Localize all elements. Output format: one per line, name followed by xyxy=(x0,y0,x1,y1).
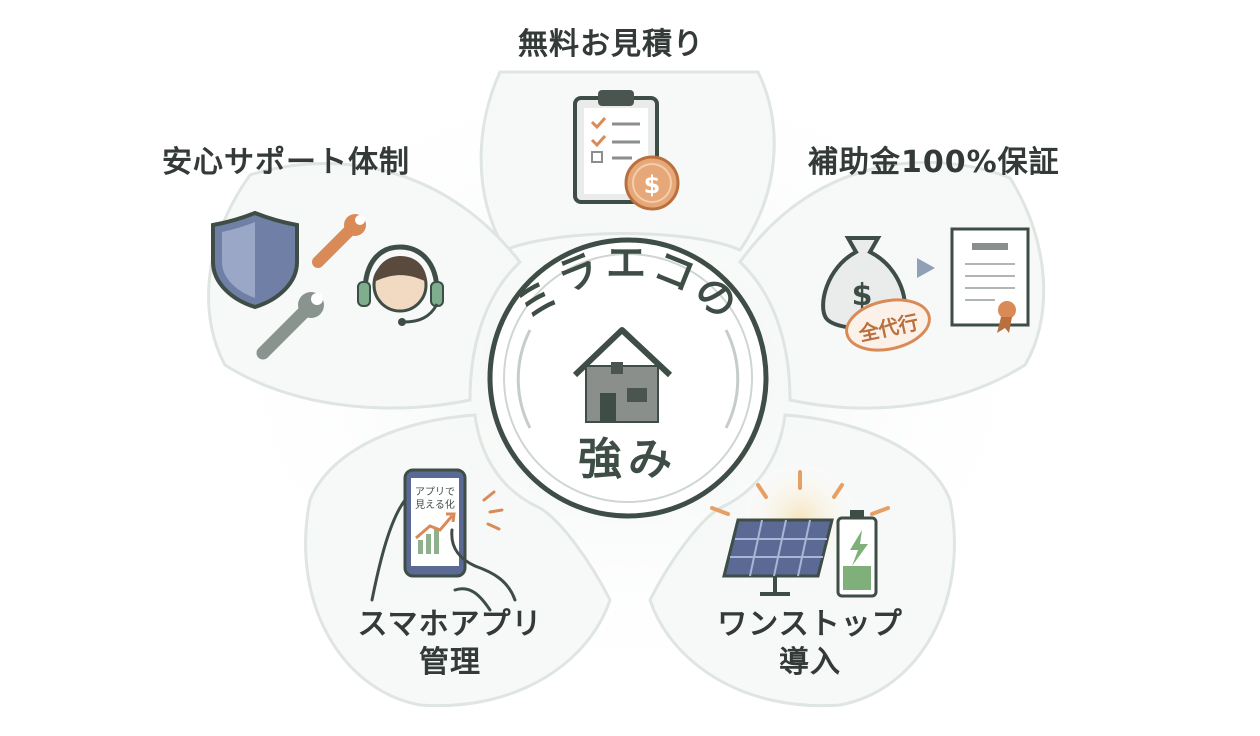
certificate-icon xyxy=(950,227,1030,333)
petal-label-lower-right-line1: ワンストップ xyxy=(717,607,903,642)
petal-label-upper-right: 補助金100%保証 xyxy=(808,145,1060,180)
petal-label-lower-left: スマホアプリ 管理 xyxy=(340,606,560,681)
house-icon xyxy=(572,327,673,423)
center-arc-right xyxy=(724,329,740,429)
phone-screen-line1: アプリで xyxy=(415,486,455,498)
battery-icon xyxy=(836,510,878,598)
center-title-bottom: 強み xyxy=(578,434,678,485)
petal-label-top: 無料お見積り xyxy=(518,27,704,62)
hand-icon xyxy=(370,490,517,612)
petal-label-lower-right-line2: 導入 xyxy=(779,644,841,680)
smartphone-icon: アプリで 見える化 xyxy=(403,468,467,578)
arrow-right-icon xyxy=(917,258,935,278)
center-badge xyxy=(487,237,769,519)
coin-icon: $ xyxy=(624,155,680,211)
petal-label-lower-left-line1: スマホアプリ xyxy=(357,607,543,642)
phone-screen-line2: 見える化 xyxy=(415,498,455,511)
coin-symbol: $ xyxy=(644,171,661,199)
bag-symbol: $ xyxy=(852,278,873,313)
sun-rays-icon xyxy=(710,470,890,516)
petal-label-lower-right: ワンストップ 導入 xyxy=(700,606,920,681)
center-ring-inner xyxy=(503,253,753,503)
petal-label-upper-left: 安心サポート体制 xyxy=(162,145,410,180)
headset-icon xyxy=(357,244,444,326)
wrench-orange-icon xyxy=(312,214,366,268)
stamp-icon: 全代行 xyxy=(845,298,931,352)
center-arc-left xyxy=(516,329,532,429)
wrench-gray-icon xyxy=(256,292,324,360)
solar-panel-icon xyxy=(722,518,834,596)
petal-label-lower-left-line2: 管理 xyxy=(419,644,481,680)
shield-icon xyxy=(211,210,299,310)
